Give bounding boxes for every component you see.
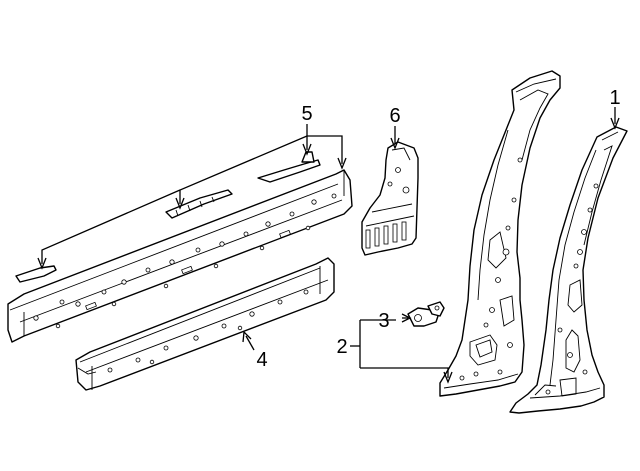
- part-2-inner-pillar: [439, 70, 561, 397]
- callout-6: 6: [389, 105, 400, 127]
- part-4-rocker-reinforcement: [75, 257, 335, 391]
- part-5-rocker-panel: [7, 151, 353, 343]
- leader-4: [245, 335, 255, 351]
- callouts: 1 2 3 4 5 6: [256, 87, 620, 371]
- part-1-outer-pillar: [509, 126, 628, 414]
- callout-4: 4: [256, 349, 267, 371]
- part-3-small-bracket: [407, 301, 445, 327]
- leader-lines: [37, 107, 620, 384]
- callout-1: 1: [609, 87, 620, 109]
- part-6-bracket-plate: [361, 141, 419, 256]
- callout-3: 3: [378, 310, 389, 332]
- callout-2: 2: [336, 336, 347, 358]
- callout-5: 5: [301, 103, 312, 125]
